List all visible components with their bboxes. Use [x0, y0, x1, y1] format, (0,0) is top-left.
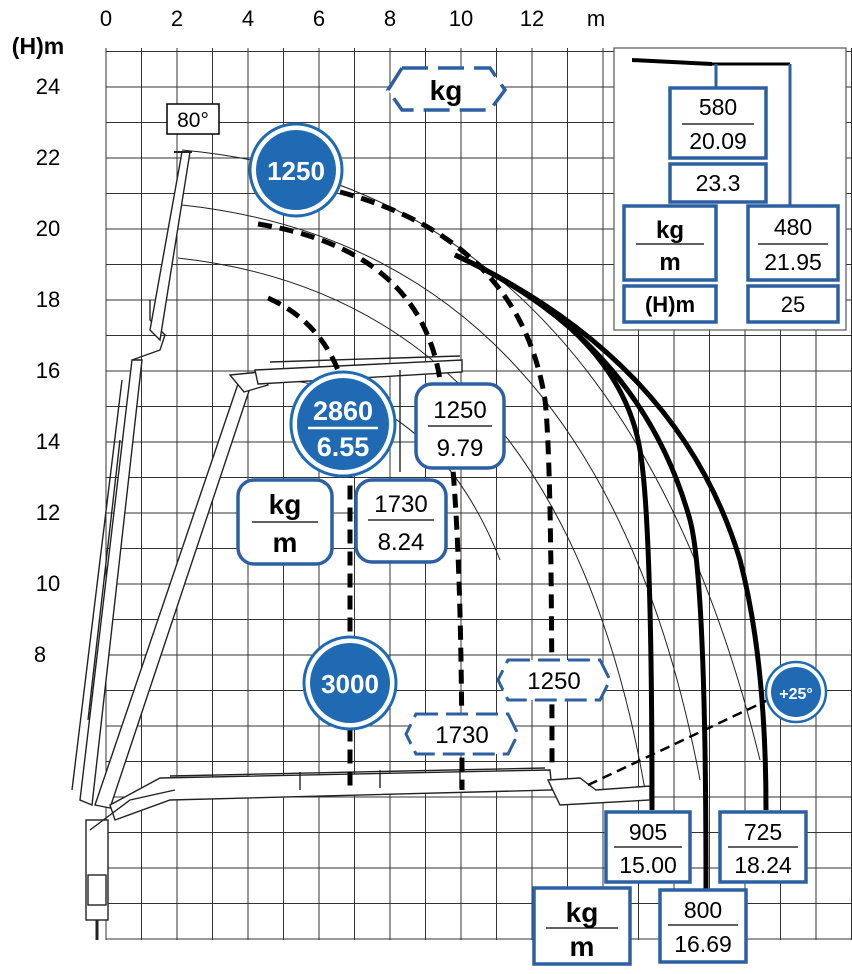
y-unit: (H)m: [12, 33, 64, 59]
svg-text:1250: 1250: [267, 156, 325, 186]
legend-panel: 580 20.09 23.3 kg m 480 21.95 (H)m 25: [613, 47, 847, 331]
svg-text:18.24: 18.24: [734, 852, 792, 878]
box-kgm-bottom: kg m: [532, 886, 632, 966]
hex-1250: 1250: [496, 658, 612, 702]
box-725-1824: 725 18.24: [718, 810, 808, 884]
box-1250-979: 1250 9.79: [414, 382, 506, 470]
legend-top-box: [668, 86, 768, 160]
svg-text:16.69: 16.69: [674, 931, 732, 957]
y-tick-16: 16: [36, 358, 60, 383]
svg-text:905: 905: [629, 819, 667, 845]
svg-text:23.3: 23.3: [696, 170, 741, 196]
svg-text:3000: 3000: [321, 669, 379, 699]
svg-text:8.24: 8.24: [378, 529, 425, 556]
svg-text:6.55: 6.55: [317, 432, 370, 462]
hex-1730: 1730: [404, 712, 520, 756]
svg-text:725: 725: [744, 819, 782, 845]
svg-text:25: 25: [781, 292, 805, 317]
x-axis-labels: 0 2 4 6 8 10 12 m: [100, 6, 605, 31]
y-tick-14: 14: [36, 429, 60, 454]
y-tick-24: 24: [36, 74, 60, 99]
svg-text:kg: kg: [430, 75, 463, 106]
svg-text:m: m: [273, 527, 298, 558]
svg-text:2860: 2860: [313, 396, 373, 426]
svg-text:kg: kg: [566, 897, 599, 928]
badge-2860: 2860 6.55: [289, 370, 397, 478]
y-tick-18: 18: [36, 287, 60, 312]
y-axis-labels: (H)m 24 22 20 18 16 14 12 10 8: [12, 33, 64, 667]
x-tick-6: 6: [313, 6, 325, 31]
svg-text:kg: kg: [656, 217, 684, 244]
x-tick-10: 10: [449, 6, 473, 31]
svg-text:1730: 1730: [374, 491, 427, 518]
svg-text:9.79: 9.79: [437, 435, 484, 462]
x-tick-2: 2: [171, 6, 183, 31]
svg-text:1250: 1250: [433, 397, 486, 424]
angle-80-tag: 80°: [166, 103, 220, 135]
svg-text:80°: 80°: [177, 109, 209, 132]
box-905-1500: 905 15.00: [604, 810, 692, 884]
y-tick-8: 8: [34, 642, 46, 667]
y-tick-10: 10: [36, 571, 60, 596]
svg-text:15.00: 15.00: [619, 852, 677, 878]
svg-text:m: m: [570, 931, 595, 962]
svg-text:kg: kg: [269, 489, 302, 520]
legend-side-box: [746, 204, 840, 282]
svg-text:(H)m: (H)m: [645, 292, 695, 317]
kg-hex-label: kg: [385, 66, 508, 112]
legend-top-height-box: [668, 162, 768, 204]
y-tick-20: 20: [36, 216, 60, 241]
badge-1250: 1250: [248, 122, 344, 218]
x-tick-0: 0: [100, 6, 112, 31]
legend-side-height-box: [746, 284, 840, 324]
x-tick-4: 4: [242, 6, 254, 31]
badge-plus25: +25°: [764, 660, 828, 724]
box-800-1669: 800 16.69: [658, 888, 748, 964]
svg-text:+25°: +25°: [779, 686, 813, 703]
crane-drawing: [71, 151, 651, 940]
solid-curves: [453, 252, 769, 891]
x-tick-12: 12: [520, 6, 544, 31]
y-tick-22: 22: [36, 145, 60, 170]
badge-3000: 3000: [302, 635, 398, 731]
x-tick-8: 8: [384, 6, 396, 31]
legend-hm-box: [622, 284, 718, 324]
svg-text:1730: 1730: [435, 722, 488, 749]
svg-text:800: 800: [684, 897, 722, 923]
svg-text:20.09: 20.09: [689, 128, 747, 154]
x-unit: m: [587, 6, 605, 31]
box-1730-824: 1730 8.24: [354, 478, 448, 564]
svg-text:1250: 1250: [527, 668, 580, 695]
svg-text:480: 480: [774, 214, 812, 240]
svg-text:580: 580: [699, 94, 737, 120]
legend-kgm-box: [622, 204, 718, 282]
y-tick-12: 12: [36, 500, 60, 525]
svg-text:21.95: 21.95: [764, 249, 822, 275]
plus25-line: [587, 698, 769, 787]
box-kgm-left: kg m: [236, 478, 334, 566]
svg-text:m: m: [659, 249, 680, 276]
